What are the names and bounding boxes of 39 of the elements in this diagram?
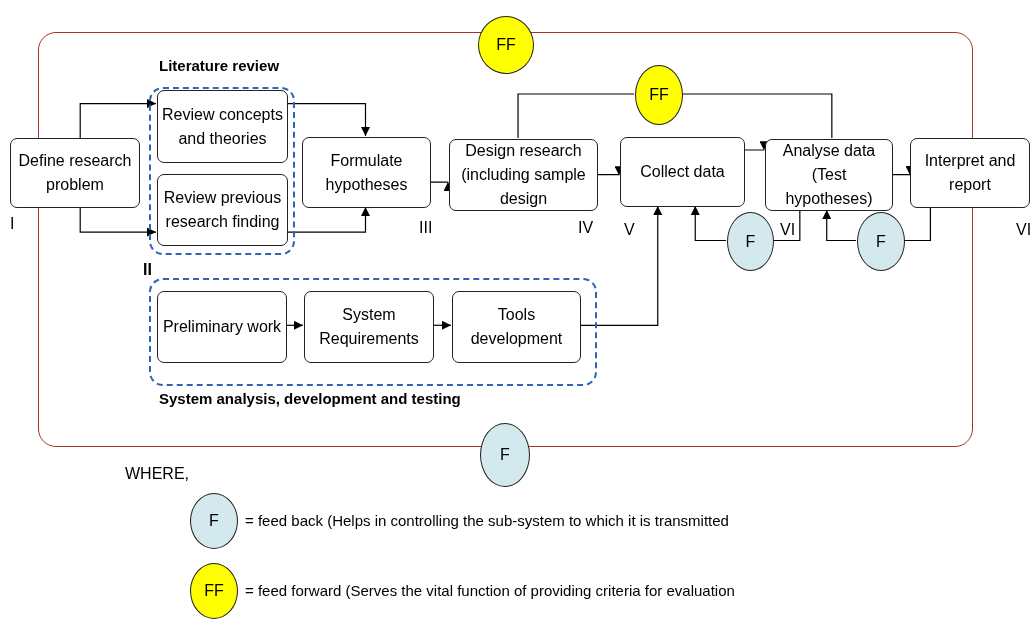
connector-arrow bbox=[79, 207, 157, 237]
stage-number: V bbox=[624, 220, 635, 240]
legend-description: = feed forward (Serves the vital function of providing criteria for evaluation bbox=[245, 580, 735, 601]
note-text: WHERE, bbox=[125, 464, 189, 484]
connector-arrow bbox=[285, 320, 304, 330]
stage-number: II bbox=[143, 260, 152, 280]
connector-arrow bbox=[822, 209, 857, 242]
feedforward-circle: FF bbox=[635, 65, 683, 125]
feedforward-circle: FF bbox=[478, 16, 534, 74]
connector-arrow bbox=[286, 103, 370, 137]
process-box: Formulate hypotheses bbox=[302, 137, 431, 208]
stage-number: I bbox=[10, 214, 15, 234]
process-box: Review previous research finding bbox=[157, 174, 288, 246]
process-box: Preliminary work bbox=[157, 291, 287, 363]
connector-arrow bbox=[432, 320, 452, 330]
process-box: Review concepts and theories bbox=[157, 90, 288, 163]
connector-arrow bbox=[772, 209, 801, 242]
group-title: Literature review bbox=[159, 56, 280, 76]
process-box: Collect data bbox=[620, 137, 745, 207]
stage-number: VI bbox=[1016, 220, 1032, 240]
stage-number: VI bbox=[780, 220, 796, 240]
stage-number: III bbox=[419, 218, 433, 238]
feedback-circle: F bbox=[480, 423, 530, 487]
feedback-circle: F bbox=[857, 212, 905, 271]
connector-arrow bbox=[579, 205, 663, 326]
process-box: Analyse data (Test hypotheses) bbox=[765, 139, 893, 211]
process-box: Interpret and report bbox=[910, 138, 1030, 208]
group-title: System analysis, development and testing bbox=[159, 388, 461, 409]
process-box: Define research problem bbox=[10, 138, 140, 208]
stage-number: IV bbox=[578, 218, 594, 238]
connector-arrow bbox=[286, 206, 370, 233]
process-box: Design research (including sample design bbox=[449, 139, 598, 211]
connector-arrow bbox=[79, 99, 157, 139]
legend-description: = feed back (Helps in controlling the sub-system to which it is transmitted bbox=[245, 510, 729, 531]
feedback-circle: F bbox=[727, 212, 774, 271]
connector-arrow bbox=[903, 207, 931, 242]
process-box: Tools development bbox=[452, 291, 581, 363]
connector-arrow bbox=[690, 205, 727, 242]
process-box: System Requirements bbox=[304, 291, 434, 363]
